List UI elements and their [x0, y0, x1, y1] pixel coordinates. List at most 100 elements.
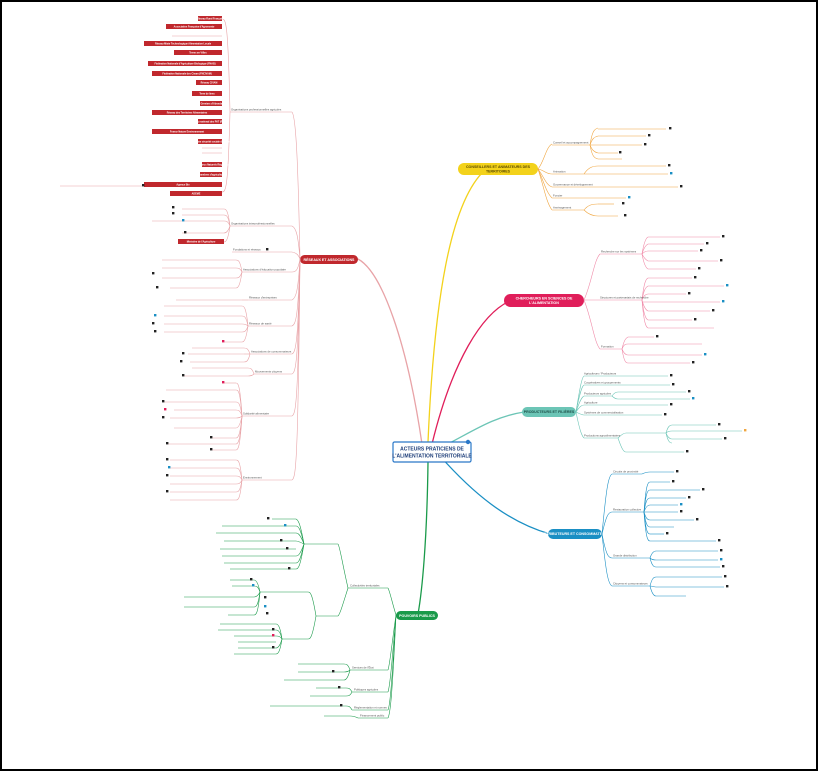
red-org-box[interactable]: Ministère de l'Agriculture	[178, 239, 224, 244]
svg-text:Réseau CIVAM: Réseau CIVAM	[201, 82, 218, 85]
connector-green	[417, 461, 429, 615]
red-org-box[interactable]: Fédération des Parcs Naturels Régionaux …	[182, 162, 242, 167]
connector-pink	[431, 299, 513, 445]
red-sub-5[interactable]: Réseaux de santé	[249, 322, 272, 326]
link-icon	[465, 439, 471, 445]
red-org-box[interactable]: Chambres d'agriculture	[198, 172, 225, 177]
svg-text:Ministère de l'Agriculture: Ministère de l'Agriculture	[187, 241, 216, 244]
red-org-box[interactable]: Terre de liens	[192, 91, 222, 96]
red-sub-0[interactable]: Organisations professionnelles agricoles	[231, 108, 282, 112]
connector-blue	[439, 455, 551, 535]
teal-main-node[interactable]	[522, 407, 576, 417]
blue-sub-2[interactable]: Grande distribution	[613, 554, 637, 558]
svg-text:Fédération Nationale des Civam: Fédération Nationale des Civam (FNCIVAM)	[162, 73, 211, 76]
blue-main-node[interactable]	[548, 529, 602, 539]
green-sub-3[interactable]: Réglementation et normes	[354, 706, 387, 710]
svg-text:France Nature Environnement: France Nature Environnement	[170, 131, 204, 134]
branch-yellow: CONSEILLERS ET ANIMATEURS DES TERRITOIRE…	[458, 127, 683, 217]
red-sub-3[interactable]: Associations d'éducation populaire	[243, 268, 286, 272]
blue-sub-0[interactable]: Circuits de proximité	[613, 470, 639, 474]
teal-sub-5[interactable]: Productions agroalimentaires	[584, 434, 621, 438]
yellow-sub-3[interactable]: Foncier	[553, 194, 562, 198]
connector-yellow	[427, 169, 486, 443]
pink-sub-1[interactable]: Structures et partenariats de recherche	[600, 296, 649, 300]
red-sub-9[interactable]: Environnement	[243, 476, 262, 480]
main-connectors	[357, 169, 551, 615]
green-sub-2[interactable]: Politiques agricoles	[354, 688, 379, 692]
svg-text:Terre de liens: Terre de liens	[199, 93, 215, 96]
red-org-box[interactable]: Terres en Villes	[174, 50, 222, 55]
yellow-sub-2[interactable]: Gouvernance et développement	[553, 183, 593, 187]
yellow-main-label2: TERRITOIRES	[486, 170, 511, 174]
green-sub-4[interactable]: Financement public	[360, 714, 385, 718]
blue-sub-1[interactable]: Restauration collective	[613, 508, 642, 512]
teal-sub-3[interactable]: Agriculture	[584, 401, 598, 405]
svg-text:Agence Bio: Agence Bio	[176, 184, 190, 187]
yellow-sub-0[interactable]: Conseil et accompagnement	[553, 141, 589, 145]
green-sub-0[interactable]: Collectivités territoriales	[350, 584, 380, 588]
svg-text:ADEME: ADEME	[192, 193, 201, 196]
yellow-sub-1[interactable]: Animation	[553, 170, 566, 174]
svg-text:Réseau Rural Français: Réseau Rural Français	[197, 18, 223, 21]
red-org-box[interactable]: Agence Bio	[144, 182, 222, 187]
teal-sub-2[interactable]: Producteurs agricoles	[584, 392, 612, 396]
green-main-label: POUVOIRS PUBLICS	[399, 614, 435, 618]
teal-sub-4[interactable]: Systèmes de commercialisation	[584, 411, 624, 415]
red-org-box[interactable]: Collectif pour une sécurité sociale de l…	[181, 139, 240, 144]
red-sub-4[interactable]: Réseaux d'entreprises	[249, 296, 277, 300]
yellow-sub-4[interactable]: Aménagement	[553, 206, 571, 210]
yellow-main-label1: CONSEILLERS ET ANIMATEURS DES	[466, 165, 531, 169]
teal-main-label: PRODUCTEURS ET FILIÈRES	[524, 409, 575, 414]
yellow-main-node[interactable]	[458, 163, 538, 175]
svg-text:Chambres d'agriculture: Chambres d'agriculture	[198, 174, 225, 177]
red-org-boxes: Réseau Rural Français Association França…	[144, 16, 242, 244]
branch-teal: PRODUCTEURS ET FILIÈRES	[522, 372, 747, 453]
blue-sub-3[interactable]: Citoyens et consommateurs	[613, 582, 648, 586]
pink-sub-0[interactable]: Recherche sur les systèmes	[601, 250, 637, 254]
svg-text:Collectif pour une sécurité so: Collectif pour une sécurité sociale de l…	[181, 141, 240, 144]
red-org-box[interactable]: Fédération Nationale d'Agriculture Biolo…	[148, 61, 222, 66]
root-title-line2: L'ALIMENTATION TERRITORIALE	[392, 454, 472, 460]
red-sub-7[interactable]: Mouvements citoyens	[255, 370, 283, 374]
pink-main-label1: CHERCHEURS EN SCIENCES DE	[516, 297, 573, 301]
pink-sub-2[interactable]: Formation	[601, 345, 614, 349]
red-org-box[interactable]: Réseau Rural Français	[197, 16, 224, 21]
red-org-box[interactable]: Fédération Nationale des Civam (FNCIVAM)	[152, 71, 222, 76]
teal-sub-0[interactable]: Agriculteurs / Producteurs	[584, 372, 617, 376]
svg-text:Réseau des Territoires Aliment: Réseau des Territoires Alimentaires	[167, 112, 208, 115]
red-org-box[interactable]: ADEME	[170, 191, 222, 196]
svg-text:Association Française d'Agrono: Association Française d'Agronomie	[174, 26, 215, 29]
root-title-line1: ACTEURS PRATICIENS DE	[400, 447, 464, 453]
green-sub-1[interactable]: Services de l'État	[352, 665, 374, 670]
svg-text:Réseau Mixte Technologique Ali: Réseau Mixte Technologique Alimentation …	[155, 43, 212, 46]
red-org-box[interactable]: Réseau des Territoires Alimentaires	[152, 110, 222, 115]
svg-text:Terres en Villes: Terres en Villes	[189, 52, 207, 55]
red-sub-2[interactable]: Fondations et réseaux	[233, 248, 261, 252]
red-sub-8[interactable]: Solidarité alimentaire	[243, 412, 270, 416]
red-org-box[interactable]: France Nature Environnement	[152, 129, 222, 134]
green-main-node[interactable]	[396, 611, 438, 620]
red-org-box[interactable]: Réseau Mixte Technologique Alimentation …	[144, 41, 222, 46]
red-main-node[interactable]	[300, 255, 358, 264]
blue-main-label: DISTRIBUTEURS ET CONSOMMATEURS	[540, 532, 610, 536]
branch-red: RÉSEAUX ET ASSOCIATIONS	[60, 16, 358, 501]
root-node[interactable]: ACTEURS PRATICIENS DE L'ALIMENTATION TER…	[392, 439, 472, 463]
red-main-label: RÉSEAUX ET ASSOCIATIONS	[304, 257, 356, 262]
red-sub-1[interactable]: Organisations interprofessionnelles	[231, 222, 275, 226]
pink-main-node[interactable]	[504, 294, 584, 307]
svg-text:Réseau national des PAT (RnPAT: Réseau national des PAT (RnPAT)	[191, 121, 229, 124]
teal-sub-1[interactable]: Coopératives et groupements	[584, 381, 621, 385]
red-org-box[interactable]: Réseau national des PAT (RnPAT)	[191, 119, 229, 124]
connector-red	[357, 258, 423, 445]
pink-main-label2: L'ALIMENTATION	[529, 301, 559, 305]
svg-text:Fédération Nationale d'Agricul: Fédération Nationale d'Agriculture Biolo…	[155, 63, 216, 66]
svg-text:Fédération des Parcs Naturels: Fédération des Parcs Naturels Régionaux …	[182, 164, 242, 167]
red-org-box[interactable]: Réseau CIVAM	[196, 80, 222, 85]
red-org-box[interactable]: Les Greniers d'Abondance	[196, 101, 227, 106]
red-org-box[interactable]: Association Française d'Agronomie	[166, 24, 222, 29]
branch-pink: CHERCHEURS EN SCIENCES DE L'ALIMENTATION	[504, 235, 729, 364]
svg-text:Les Greniers d'Abondance: Les Greniers d'Abondance	[196, 103, 227, 106]
red-sub-6[interactable]: Associations de consommateurs	[251, 350, 292, 354]
